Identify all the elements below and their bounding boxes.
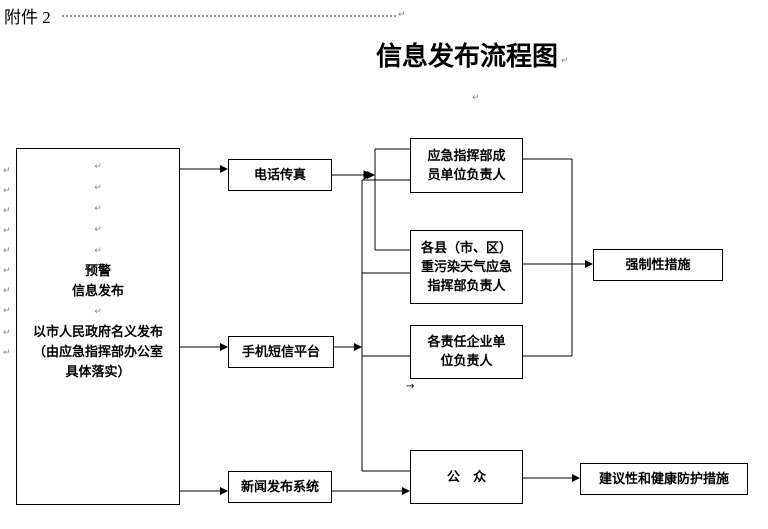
arrow-right-icon: →: [406, 381, 415, 392]
paragraph-mark-icon: ↵: [94, 307, 102, 317]
dotted-leader: [62, 5, 396, 17]
source-line-implementation: 具体落实）: [65, 365, 131, 380]
recipient-line: 位负责人: [440, 354, 493, 369]
channel-phone-fax: 电话传真: [228, 159, 332, 191]
paragraph-mark-icon: ↵: [3, 206, 11, 216]
channel-label: 手机短信平台: [241, 344, 320, 360]
attachment-label: 附件 2: [4, 8, 51, 27]
source-line-warning: 预警: [84, 264, 111, 279]
outcome-label: 强制性措施: [625, 257, 691, 273]
paragraph-mark-icon: ↵: [3, 186, 11, 196]
paragraph-mark-icon: ↵: [398, 10, 406, 20]
paragraph-mark-icon: ↵: [3, 348, 11, 358]
paragraph-mark-icon: ↵: [3, 266, 11, 276]
paragraph-mark-icon: ↵: [94, 183, 102, 193]
recipient-line: 重污染天气应急: [420, 259, 512, 275]
recipient-member-units: 应急指挥部成 员单位负责人: [410, 138, 523, 193]
paragraph-mark-icon: ↵: [3, 166, 11, 176]
paragraph-mark-icon: ↵: [94, 225, 102, 235]
outcome-mandatory-measures: 强制性措施: [593, 249, 723, 281]
paragraph-mark-icon: ↵: [94, 162, 102, 172]
outcome-advisory-measures: 建议性和健康防护措施: [580, 463, 748, 495]
arrow-back-icon: [363, 170, 374, 180]
recipient-enterprises: 各责任企业单 位负责人: [410, 325, 523, 379]
paragraph-mark-icon: ↵: [561, 56, 569, 66]
channel-sms-platform: 手机短信平台: [228, 336, 334, 368]
recipient-line: 各县（市、区）: [420, 240, 512, 256]
recipient-county-districts: 各县（市、区） 重污染天气应急 指挥部负责人: [410, 230, 523, 304]
page-title: 信息发布流程图: [376, 42, 559, 72]
outcome-label: 建议性和健康防护措施: [598, 471, 729, 487]
recipient-line: 员单位负责人: [427, 167, 506, 183]
channel-news-system: 新闻发布系统: [228, 471, 332, 503]
source-box-warning-release: ↵ ↵ ↵ ↵ ↵ 预警 信息发布 ↵ 以市人民政府名义发布 （由应急指挥部办公…: [16, 148, 180, 505]
paragraph-mark-icon: ↵: [94, 204, 102, 214]
channel-label: 新闻发布系统: [240, 479, 319, 495]
paragraph-mark-icon: ↵: [3, 306, 11, 316]
recipient-line: 指挥部负责人: [427, 278, 506, 294]
paragraph-mark-icon: ↵: [94, 246, 102, 256]
recipient-line: 各责任企业单: [427, 335, 506, 350]
paragraph-mark-icon: ↵: [3, 286, 11, 296]
paragraph-mark-icon: ↵: [3, 226, 11, 236]
source-line-office: （由应急指挥部办公室: [32, 345, 163, 360]
recipient-line: 应急指挥部成: [427, 148, 506, 164]
paragraph-mark-icon: ↵: [3, 246, 11, 256]
source-line-issuer: 以市人民政府名义发布: [32, 325, 163, 340]
paragraph-mark-icon: ↵: [3, 328, 11, 338]
recipient-line: 公 众: [446, 469, 486, 485]
recipient-public: 公 众: [410, 450, 523, 504]
source-line-info-release: 信息发布: [71, 284, 124, 299]
channel-label: 电话传真: [253, 167, 306, 183]
paragraph-mark-icon: ↵: [472, 93, 480, 103]
